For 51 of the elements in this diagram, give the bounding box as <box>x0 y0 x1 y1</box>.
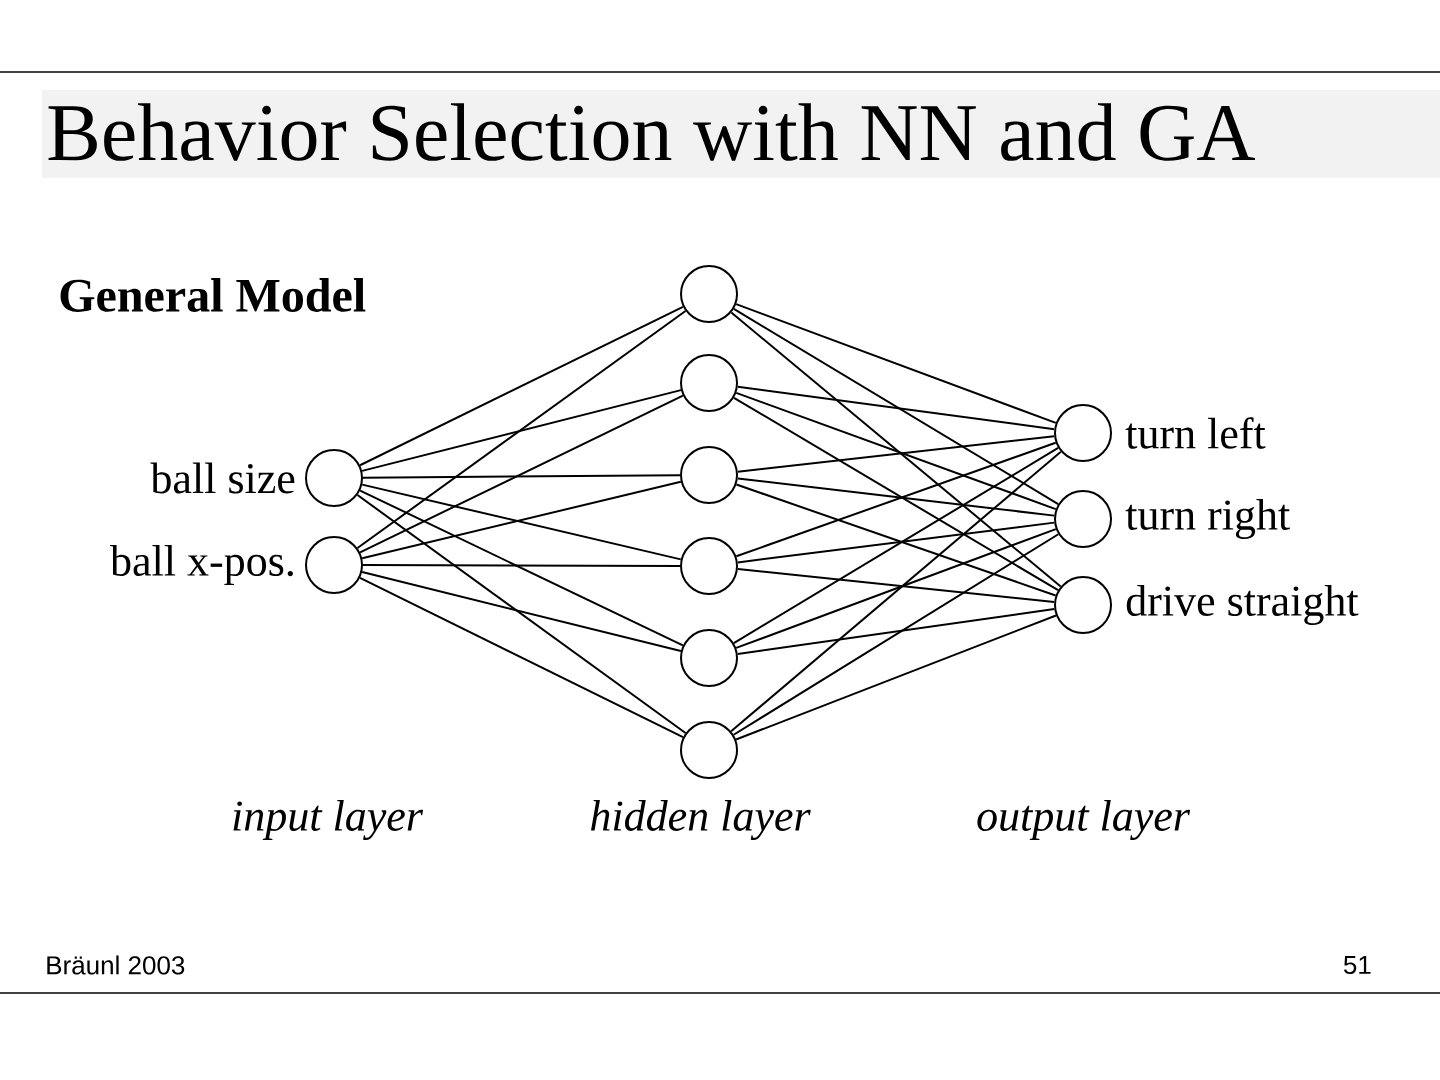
connection-line <box>732 533 1060 736</box>
neuron-circle <box>1054 490 1112 548</box>
connection-line <box>736 568 1056 603</box>
neuron-circle <box>680 721 738 779</box>
connection-line <box>736 477 1056 517</box>
connection-line <box>361 389 682 472</box>
connection-line <box>362 564 681 567</box>
layer-label: input layer <box>233 800 424 840</box>
neuron-circle <box>680 537 738 595</box>
connection-line <box>359 305 684 467</box>
neuron-circle <box>305 449 363 507</box>
layer-label: hidden layer <box>591 800 811 840</box>
connection-line <box>361 571 682 653</box>
node-label: ball x-pos. <box>110 545 293 585</box>
connection-line <box>359 489 684 647</box>
connection-line <box>732 446 1060 645</box>
neuron-circle <box>305 536 363 594</box>
connection-line <box>736 435 1056 473</box>
node-label: ball size <box>150 462 295 494</box>
connection-line <box>736 521 1056 564</box>
connection-line <box>735 614 1057 741</box>
connection-line <box>359 394 684 554</box>
connection-line <box>356 310 687 550</box>
footer-author: Bräunl 2003 <box>47 955 185 975</box>
connection-line <box>732 307 1060 506</box>
connection-line <box>735 528 1057 649</box>
layer-label: output layer <box>977 800 1191 840</box>
connection-line <box>735 391 1057 511</box>
connection-line <box>736 385 1056 431</box>
neuron-circle <box>680 265 738 323</box>
node-label: turn right <box>1125 499 1290 539</box>
connection-line <box>736 608 1056 655</box>
section-heading: General Model <box>60 278 366 312</box>
neuron-circle <box>680 446 738 504</box>
connection-line <box>732 396 1060 592</box>
connection-line <box>356 494 687 734</box>
connection-line <box>730 311 1062 588</box>
page-number: 51 <box>1343 955 1371 975</box>
slide-title: Behavior Selection with NN and GA <box>42 90 1440 178</box>
neuron-circle <box>680 354 738 412</box>
connection-line <box>735 441 1057 558</box>
connection-line <box>362 474 681 479</box>
neuron-circle <box>1054 576 1112 634</box>
node-label: turn left <box>1125 417 1266 449</box>
neuron-circle <box>680 629 738 687</box>
node-label: drive straight <box>1126 585 1359 625</box>
connection-line <box>735 483 1057 597</box>
neuron-circle <box>1054 404 1112 462</box>
connection-line <box>735 303 1057 424</box>
connection-line <box>730 450 1062 733</box>
connection-line <box>359 576 684 739</box>
